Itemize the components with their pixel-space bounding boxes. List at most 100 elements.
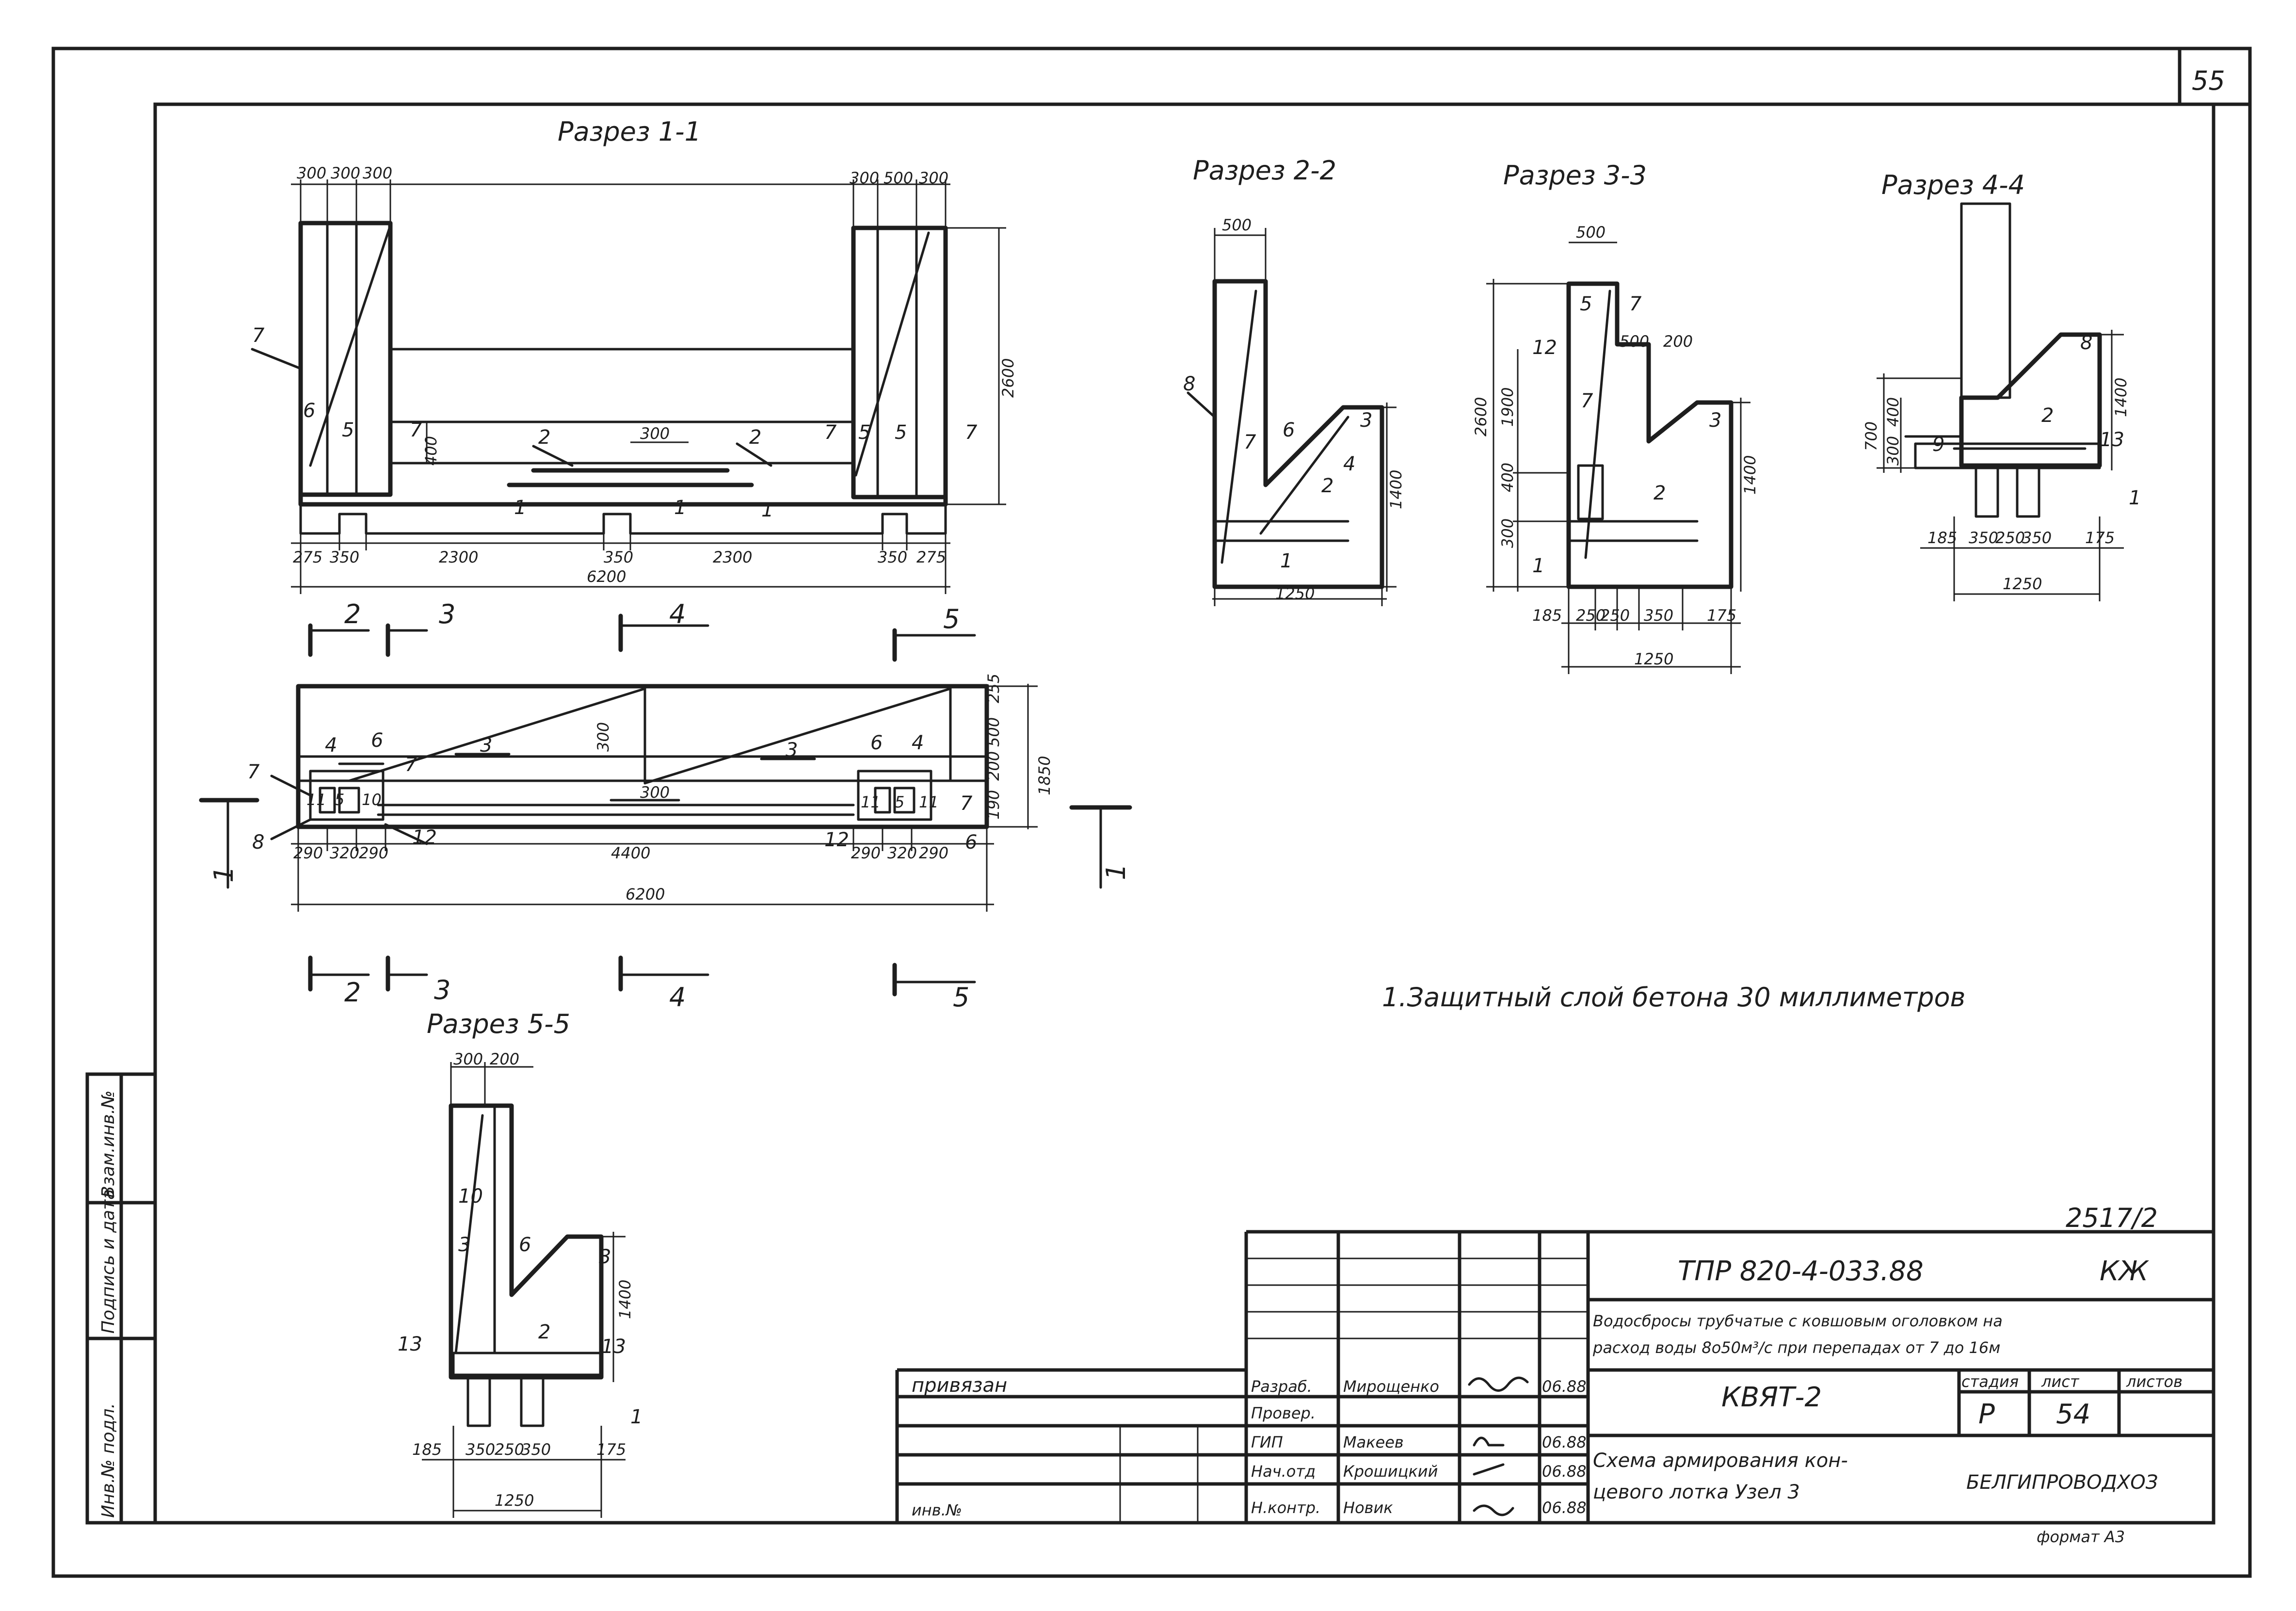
drawing-label: Разрез 2-2 bbox=[1193, 155, 1336, 186]
drawing-label: Провер. bbox=[1251, 1404, 1316, 1422]
drawing-label: 5 bbox=[953, 982, 969, 1013]
drawing-label: 1250 bbox=[2003, 575, 2042, 593]
drawing-label: 8 bbox=[1183, 373, 1195, 395]
drawing-label: 200 bbox=[984, 751, 1003, 781]
drawing-label: 300 bbox=[331, 164, 360, 182]
drawing-label: 3 bbox=[439, 599, 455, 629]
drawing-label: 3 bbox=[434, 975, 450, 1005]
drawing-label: 175 bbox=[1707, 606, 1736, 625]
drawing-label: 350 bbox=[604, 548, 633, 566]
drawing-label: инв.№ bbox=[912, 1501, 962, 1519]
drawing-label: 250 bbox=[1600, 606, 1630, 625]
drawing-label: 185 bbox=[1927, 529, 1957, 547]
drawing-label: 7 bbox=[1629, 293, 1642, 315]
drawing-label: 3 bbox=[458, 1234, 470, 1256]
signature-1 bbox=[1468, 1376, 1529, 1392]
cut-marks-1: 1 1 bbox=[199, 798, 1132, 889]
outer-frame bbox=[51, 47, 2252, 1578]
drawing-label: 1400 bbox=[1387, 470, 1405, 509]
title-block: 2517/2 ТПР 820-4-033.88 КЖ Водосбросы тр… bbox=[895, 1203, 2214, 1546]
drawing-label: 6200 bbox=[626, 885, 665, 903]
drawing-label: лист bbox=[2041, 1372, 2080, 1391]
drawing-label: 400 bbox=[1884, 397, 1902, 427]
drawing-label: 4 bbox=[669, 599, 686, 629]
drawing-label: Инв.№ подл. bbox=[98, 1403, 118, 1518]
drawing-label: 6 bbox=[303, 400, 315, 422]
drawing-label: 4 bbox=[912, 732, 924, 754]
drawing-label: 1 bbox=[1101, 864, 1131, 880]
drawing-label: Подпись и дата bbox=[98, 1189, 118, 1334]
drawing-label: 7 bbox=[965, 421, 978, 444]
drawing-label: 2300 bbox=[439, 548, 478, 566]
drawing-label: 1250 bbox=[495, 1491, 534, 1510]
drawing-label: 300 bbox=[640, 424, 670, 443]
floor-slab bbox=[298, 492, 948, 507]
drawing-label: 5 bbox=[335, 790, 344, 809]
drawing-label: Мирощенко bbox=[1343, 1377, 1439, 1396]
drawing-label: 500 bbox=[1576, 223, 1606, 242]
drawing-label: 300 bbox=[594, 722, 612, 752]
drawing-label: 06.88 bbox=[1542, 1377, 1587, 1396]
drawing-label: Водосбросы трубчатые с ковшовым оголовко… bbox=[1593, 1312, 2003, 1330]
drawing-label: 350 bbox=[330, 548, 359, 566]
drawing-label: 250 bbox=[1995, 529, 2025, 547]
drawing-label: Взам.инв.№ bbox=[98, 1090, 118, 1198]
right-wall bbox=[851, 226, 948, 499]
drawing-label: 7 bbox=[247, 761, 260, 783]
drawing-label: 13 bbox=[2100, 429, 2124, 451]
drawing-label: 11 bbox=[919, 793, 939, 811]
drawing-label: 3 bbox=[480, 734, 492, 757]
drawing-label: 5 bbox=[943, 604, 960, 634]
signature-2 bbox=[1473, 1436, 1505, 1447]
drawing-label: 290 bbox=[919, 844, 948, 862]
drawing-label: 6 bbox=[870, 732, 883, 754]
section-3-3: Разрез 3-3 500 500 200 2600 1900 400 300… bbox=[1472, 160, 1759, 674]
drawing-label: 200 bbox=[490, 1050, 519, 1068]
drawing-label: 3 bbox=[786, 739, 798, 761]
drawing-label: 8 bbox=[2080, 332, 2092, 354]
signature-3 bbox=[1473, 1463, 1505, 1476]
drawing-label: 250 bbox=[495, 1440, 524, 1459]
drawing-label: 54 bbox=[2056, 1399, 2090, 1430]
drawing-label: 4 bbox=[1343, 453, 1355, 475]
drawing-label: листов bbox=[2126, 1372, 2183, 1391]
drawing-label: 350 bbox=[466, 1440, 495, 1459]
drawing-label: 1850 bbox=[1035, 756, 1054, 795]
drawing-label: Разрез 4-4 bbox=[1881, 170, 2025, 200]
drawing-label: 7 bbox=[960, 792, 973, 815]
drawing-label: Макеев bbox=[1343, 1433, 1404, 1451]
drawing-label: 8 bbox=[252, 831, 264, 854]
drawing-label: 275 bbox=[916, 548, 946, 566]
drawing-label: Крошицкий bbox=[1343, 1462, 1438, 1481]
drawing-label: 1 bbox=[2129, 487, 2141, 509]
drawing-label: 300 bbox=[919, 169, 948, 187]
drawing-label: 4 bbox=[669, 982, 686, 1013]
drawing-label: формат А3 bbox=[2037, 1528, 2125, 1546]
drawing-label: 2 bbox=[538, 1321, 550, 1343]
drawing-label: 11 bbox=[306, 790, 326, 809]
drawing-label: 10 bbox=[458, 1185, 483, 1208]
drawing-label: 2 bbox=[538, 426, 550, 449]
drawing-label: расход воды 8о50м³/с при перепадах от 7 … bbox=[1592, 1338, 2000, 1357]
drawing-label: 250 bbox=[1576, 606, 1606, 625]
drawing-label: 185 bbox=[1532, 606, 1562, 625]
drawing-label: КЖ bbox=[2100, 1256, 2150, 1287]
general-note: 1.Защитный слой бетона 30 миллиметров bbox=[1382, 982, 1965, 1013]
section-3-3-outline bbox=[1566, 281, 1734, 589]
drawing-label: 1 bbox=[630, 1406, 642, 1428]
drawing-label: 350 bbox=[1969, 529, 1998, 547]
drawing-label: 2600 bbox=[999, 358, 1017, 398]
drawing-label: 2300 bbox=[713, 548, 752, 566]
section-1-1-title: Разрез 1-1 bbox=[558, 116, 701, 147]
drawing-label: 2 bbox=[344, 599, 361, 629]
drawing-label: 7 bbox=[410, 419, 422, 441]
drawing-label: 500 bbox=[883, 169, 913, 187]
drawing-label: 13 bbox=[398, 1333, 422, 1355]
drawing-label: 300 bbox=[453, 1050, 483, 1068]
section-4-4: Разрез 4-4 700 400 300 1400 185 350 250 … bbox=[1862, 170, 2141, 601]
drawing-label: ТПР 820-4-033.88 bbox=[1678, 1256, 1924, 1287]
drawing-label: 5 bbox=[342, 419, 354, 441]
cut-marks-lower: 2 3 4 5 bbox=[308, 955, 976, 1013]
drawing-label: 1 bbox=[514, 497, 526, 519]
